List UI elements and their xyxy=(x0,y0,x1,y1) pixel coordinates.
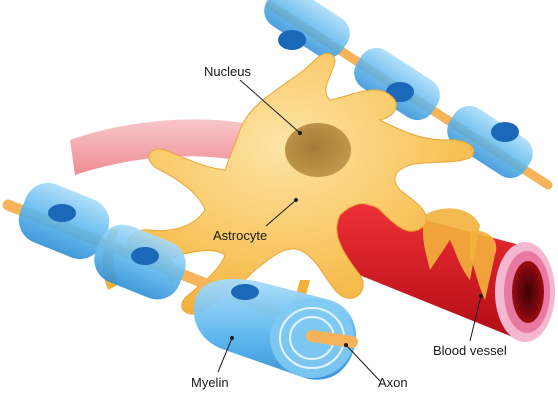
upper-myelinated-axon xyxy=(264,0,553,190)
nucleus-label: Nucleus xyxy=(204,64,251,79)
myelin-label: Myelin xyxy=(191,375,229,390)
lower-myelinated-axon xyxy=(2,183,358,380)
blood-vessel-label: Blood vessel xyxy=(433,343,507,358)
leader-dots xyxy=(230,131,483,347)
nucleus-shape xyxy=(285,123,351,177)
axon-label: Axon xyxy=(378,375,408,390)
blood-vessel xyxy=(310,195,555,342)
leader-lines xyxy=(217,79,482,382)
astrocyte-label: Astrocyte xyxy=(213,228,268,243)
